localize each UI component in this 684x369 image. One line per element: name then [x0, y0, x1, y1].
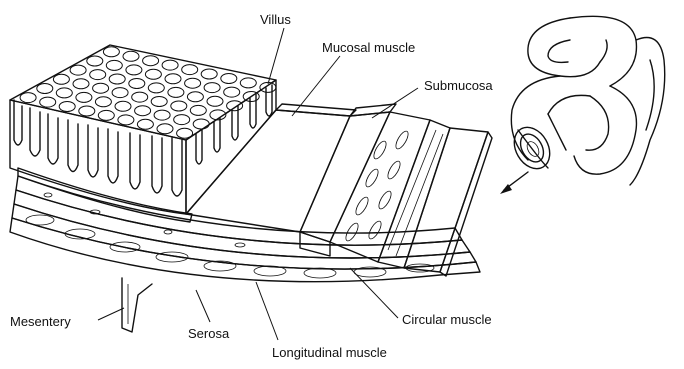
villus-tip — [207, 96, 223, 106]
villus-tip — [168, 87, 184, 97]
villus-tip — [201, 69, 217, 79]
villus-tip — [20, 93, 36, 103]
villus-tip — [135, 106, 151, 116]
villus-tip — [79, 106, 95, 116]
villus-tip — [132, 92, 148, 102]
label-submucosa: Submucosa — [424, 78, 493, 93]
villus-tip — [115, 101, 131, 111]
label-serosa: Serosa — [188, 326, 230, 341]
circular-muscle-leader — [350, 268, 398, 318]
villus-tip — [224, 87, 240, 97]
villus-tip — [93, 83, 109, 93]
circular-muscle-block — [330, 112, 430, 262]
label-mesentery: Mesentery — [10, 314, 71, 329]
villus-tip — [98, 110, 114, 120]
villus-tip — [227, 101, 243, 111]
villus-tip — [59, 102, 75, 112]
villus-tip — [56, 88, 72, 98]
labels: Villus Mucosal muscle Submucosa Mesenter… — [10, 12, 493, 360]
villus-tip — [151, 97, 167, 107]
mucosal-muscle-top — [276, 104, 356, 116]
villus-tip — [193, 119, 209, 129]
villus-tip — [204, 83, 220, 93]
villus-tip — [162, 60, 178, 70]
villus-tip — [90, 70, 106, 80]
villus-tip — [174, 115, 190, 125]
villus-tip — [185, 78, 201, 88]
villus-tip — [76, 92, 92, 102]
villus-tip — [109, 74, 125, 84]
villus-tip — [112, 88, 128, 98]
villus-tip — [143, 56, 159, 66]
label-longitudinal-muscle: Longitudinal muscle — [272, 345, 387, 360]
villus-tip — [53, 74, 69, 84]
circular-muscle-cells — [344, 129, 411, 242]
serosa-leader — [196, 290, 210, 322]
villus-tip — [37, 84, 53, 94]
label-circular-muscle: Circular muscle — [402, 312, 492, 327]
villus-tip — [137, 119, 153, 129]
villus-tip — [123, 51, 139, 61]
submucosa-band — [16, 176, 462, 245]
villus-tip — [182, 65, 198, 75]
label-villus: Villus — [260, 12, 291, 27]
longitudinal-muscle-strip — [378, 120, 450, 268]
villus-tip — [87, 56, 103, 66]
villus-tip — [118, 115, 134, 125]
villus-tip — [106, 60, 122, 70]
villus-tip — [70, 65, 86, 75]
villus-tip — [73, 79, 89, 89]
villus-tip — [126, 65, 142, 75]
intestine-coil — [500, 16, 665, 194]
villus-tip — [129, 79, 145, 89]
mesentery — [122, 278, 152, 332]
villus-tip — [187, 92, 203, 102]
villus-tip — [240, 78, 256, 88]
villus-tip — [171, 101, 187, 111]
longitudinal-muscle-leader — [256, 282, 278, 340]
villus-tip — [165, 74, 181, 84]
villus-tip — [221, 74, 237, 84]
villus-tip — [95, 97, 111, 107]
villus-tip — [157, 124, 173, 134]
mucosal-muscle-block — [186, 110, 350, 232]
wall-section — [10, 45, 492, 282]
villus-tip — [103, 47, 119, 57]
villus-tip — [148, 83, 164, 93]
villus-tip — [145, 69, 161, 79]
label-mucosal-muscle: Mucosal muscle — [322, 40, 415, 55]
villus-tip — [40, 97, 56, 107]
serosa-strip — [404, 128, 488, 272]
mesentery-leader — [98, 308, 124, 320]
villus-leader — [268, 28, 284, 84]
villus-tip — [190, 105, 206, 115]
circular-muscle-band — [14, 190, 470, 258]
villus-tip — [154, 110, 170, 120]
